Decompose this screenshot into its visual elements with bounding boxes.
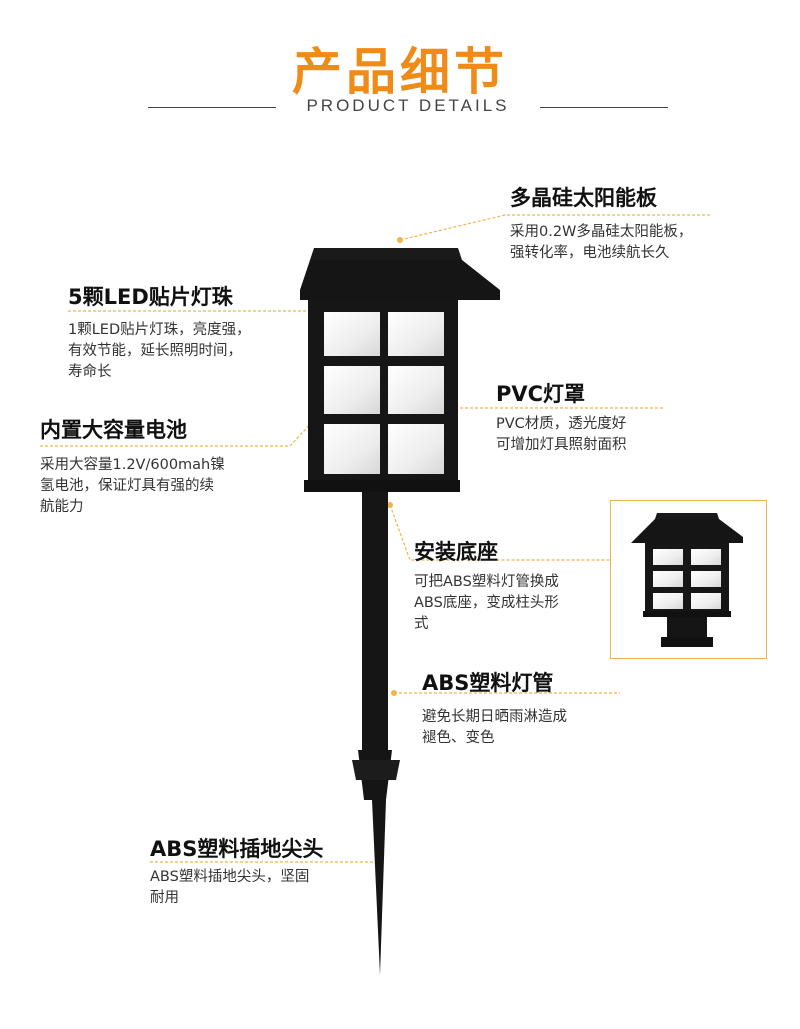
battery-desc-line: 氢电池，保证灯具有强的续 (40, 478, 214, 494)
base-variant-lantern-image (631, 513, 743, 647)
lantern-base-bar (304, 480, 460, 492)
abs-tube-desc: 避免长期日晒雨淋造成 褪色、变色 (422, 707, 567, 749)
pvc-shade-desc-line: 可增加灯具照射面积 (496, 437, 627, 453)
tube-callout-dot (391, 690, 397, 696)
base-callout-line (389, 504, 610, 561)
battery-desc: 采用大容量1.2V/600mah镍 氢电池，保证灯具有强的续 航能力 (40, 455, 225, 518)
base-variant-inset (610, 500, 767, 659)
page-title: 产品细节 (292, 43, 508, 101)
pvc-shade-desc: PVC材质，透光度好 可增加灯具照射面积 (496, 414, 627, 456)
subtitle-row: PRODUCT DETAILS (148, 96, 668, 120)
page-subtitle: PRODUCT DETAILS (306, 96, 510, 115)
lantern-pane (324, 312, 380, 356)
led-desc-line: 寿命长 (68, 364, 112, 380)
base-title: 安装底座 (414, 540, 498, 564)
abs-tube-desc-line: 避免长期日晒雨淋造成 (422, 709, 567, 725)
battery-callout-line (40, 391, 341, 447)
divider-left (148, 107, 276, 108)
abs-tube-title: ABS塑料灯管 (422, 671, 554, 695)
solar-callout-line (399, 214, 712, 241)
abs-spike-desc: ABS塑料插地尖头，坚固 耐用 (150, 867, 309, 909)
abs-tube-desc-line: 褪色、变色 (422, 730, 495, 746)
lantern-pane (388, 424, 444, 474)
base-desc: 可把ABS塑料灯管换成 ABS底座，变成柱头形 式 (414, 572, 559, 635)
base-desc-line: ABS底座，变成柱头形 (414, 595, 559, 611)
led-desc-line: 1颗LED贴片灯珠，亮度强， (68, 322, 251, 338)
battery-desc-line: 采用大容量1.2V/600mah镍 (40, 457, 225, 473)
divider-right (540, 107, 668, 108)
base-desc-line: 可把ABS塑料灯管换成 (414, 574, 559, 590)
pvc-shade-title: PVC灯罩 (496, 382, 586, 406)
abs-tube (362, 492, 388, 757)
base-callout-dot (387, 502, 393, 508)
lantern-pane (388, 366, 444, 414)
solar-panel-desc-line: 采用0.2W多晶硅太阳能板， (510, 224, 693, 240)
lantern-pane (324, 424, 380, 474)
solar-panel-desc: 采用0.2W多晶硅太阳能板， 强转化率，电池续航长久 (510, 222, 692, 264)
battery-title: 内置大容量电池 (40, 418, 187, 442)
lantern-roof (300, 260, 500, 300)
lantern-pane (388, 312, 444, 356)
led-title: 5颗LED贴片灯珠 (68, 285, 233, 309)
solar-callout-dot (397, 237, 403, 243)
solar-panel-desc-line: 强转化率，电池续航长久 (510, 245, 670, 261)
solar-panel-title: 多晶硅太阳能板 (510, 186, 657, 210)
led-desc-line: 有效节能，延长照明时间， (68, 343, 242, 359)
abs-spike-desc-line: 耐用 (150, 890, 179, 906)
led-desc: 1颗LED贴片灯珠，亮度强， 有效节能，延长照明时间， 寿命长 (68, 320, 251, 383)
abs-spike-title: ABS塑料插地尖头 (150, 837, 324, 861)
ground-spike (358, 750, 392, 975)
solar-panel-top (310, 248, 462, 260)
abs-spike-desc-line: ABS塑料插地尖头，坚固 (150, 869, 310, 885)
lantern-pane (324, 366, 380, 414)
battery-desc-line: 航能力 (40, 499, 84, 515)
base-desc-line: 式 (414, 616, 429, 632)
ground-spike-fin (352, 760, 400, 780)
solar-lantern-image (300, 248, 500, 975)
pvc-shade-desc-line: PVC材质，透光度好 (496, 416, 627, 432)
